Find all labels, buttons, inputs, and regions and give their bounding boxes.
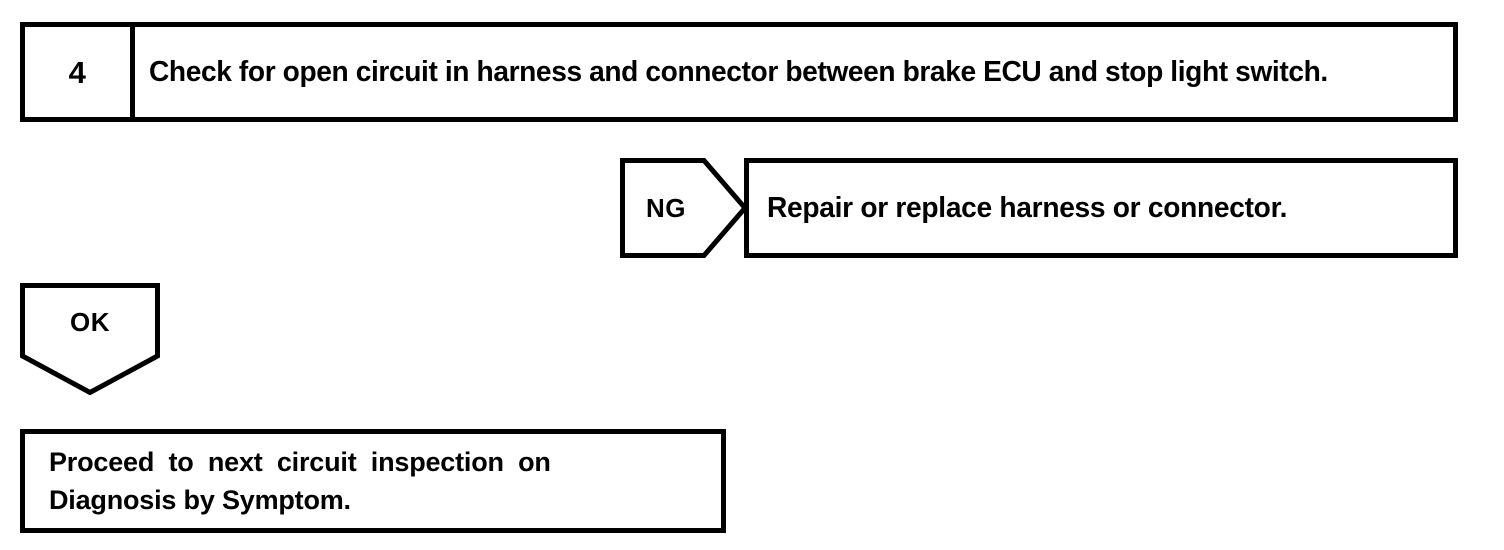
ok-label: OK [70,306,110,337]
ng-branch-arrow: NG [620,158,748,258]
ok-result-line-1: Proceed to next circuit inspection on [49,446,551,477]
step-number-cell: 4 [25,27,135,117]
ng-result-box: Repair or replace harness or connector. [744,158,1458,258]
step-box: 4 Check for open circuit in harness and … [20,22,1458,122]
ok-branch-arrow: OK [20,283,160,395]
step-number: 4 [68,54,87,90]
ok-result-line-2: Diagnosis by Symptom. [49,485,351,515]
ok-arrow-icon [20,283,160,395]
ng-result-text: Repair or replace harness or connector. [767,191,1288,224]
ok-result-box: Proceed to next circuit inspection on Di… [20,429,726,533]
step-instruction-cell: Check for open circuit in harness and co… [135,27,1453,117]
step-instruction-text: Check for open circuit in harness and co… [149,55,1328,88]
ng-label: NG [646,192,686,223]
ng-arrow-icon [620,158,748,258]
